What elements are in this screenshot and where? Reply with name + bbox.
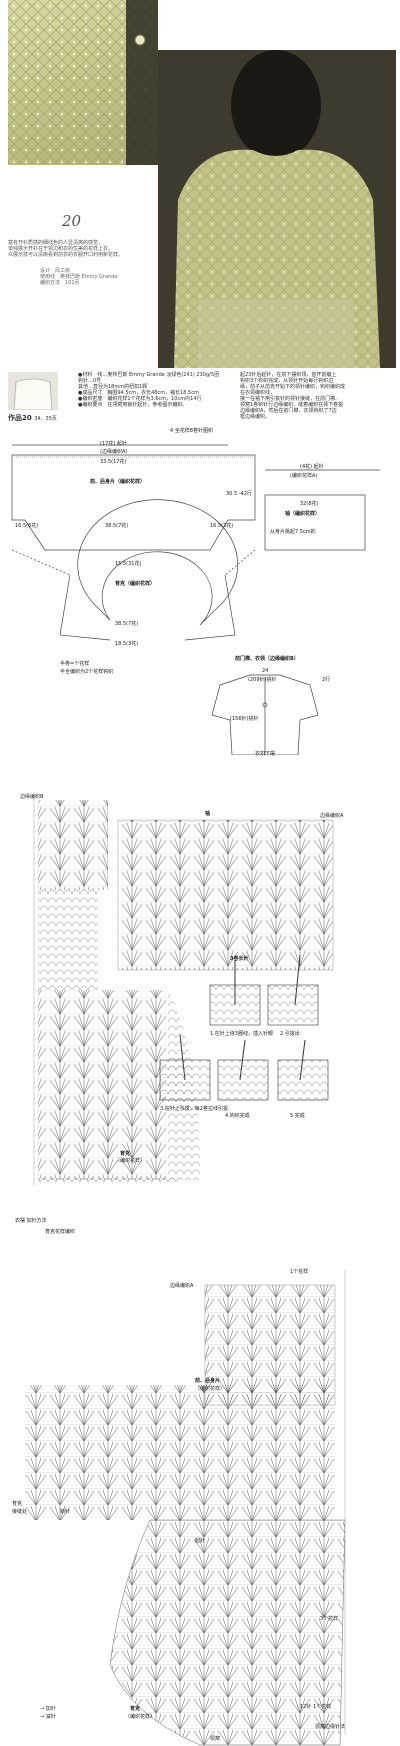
body-label: 前、后身片（编织花样） xyxy=(90,479,146,485)
hem-label2: 育克花样编织 xyxy=(45,1229,76,1235)
sleeve-label: 袖（编织花样） xyxy=(285,511,321,517)
material-line: ●材料 线…奥林巴斯 Emmy Grande 淡绿色(241) 230g/5团 xyxy=(78,372,220,378)
photo-detail xyxy=(8,0,158,165)
bottom-one-pattern: 1个花样 xyxy=(290,1269,309,1275)
front-back-label: 前、后身片 xyxy=(195,1378,221,1384)
chain-label: 锁针 xyxy=(60,1509,71,1515)
bottom-left: 16.5(6花) xyxy=(15,523,39,529)
top-width: (17花) 起针 xyxy=(100,441,127,447)
step-4: 4.钩织完成 xyxy=(225,1113,250,1119)
work-sizes: 34、35页 xyxy=(34,416,57,422)
note-line: 边缘编织A，然后在前门襟、衣领钩织了7边 xyxy=(240,408,337,414)
credit-line: 设计 风工房 xyxy=(40,268,71,274)
notes-list: 起23针后起针，在前下摆织领，首开前编上 钩织3个钩织完成，从领针开始每行钩织边… xyxy=(240,372,395,420)
front-label: 前门襟、衣领（边缘编织B） xyxy=(235,656,299,662)
intro-line: 富有开衫质感的细线色的人显清爽的感觉， xyxy=(8,240,104,246)
material-line: 其他…直径为18mm的纽扣1颗 xyxy=(78,384,148,390)
credit-line: 编织方法 101页 xyxy=(40,280,80,286)
inner-width: 33.5(17花) xyxy=(100,459,127,465)
bottom-mid: 38.5(7花) xyxy=(105,523,129,529)
step-1: 1.在针上绕3圈线，插入针眼 xyxy=(210,1031,273,1037)
sleeve-center-label: 袖 xyxy=(205,811,211,817)
photo-model xyxy=(158,50,396,368)
width-note: 4 全花样8卷针图织 xyxy=(170,428,213,434)
twelve-stitches: 12针 1个花样 xyxy=(300,1704,332,1710)
edge-label: (边缘编织A) xyxy=(100,449,128,455)
sleeve-note: 从身片挑起7.5cm的 xyxy=(270,529,316,535)
note-line: 框边缘编织。 xyxy=(240,414,271,420)
thumbnail-photo xyxy=(8,372,58,410)
bottom-yoke-left: 育克 xyxy=(12,1501,23,1507)
stitch-chart-bottom xyxy=(25,1270,346,1746)
bottom-yoke-label: 育克 xyxy=(130,1706,141,1712)
material-line: ●编织密度 编织花样1个花样为3.6cm，10cm内14行 xyxy=(78,396,202,402)
corner-label: 领窝边缘针法 xyxy=(315,1724,346,1730)
schematic-diagram xyxy=(11,444,380,755)
material-line: ●成品尺寸 胸围94.5cm，衣长48cm，袖长18.5cm xyxy=(78,390,199,396)
intro-text: 富有开衫质感的细线色的人显清爽的感觉， 单纯展示开衫在于领边和衣的优美的花样上衣… xyxy=(8,240,158,258)
front-bottom: 衣扣下摆 xyxy=(255,751,276,757)
sleeve-dims: 32(8花) xyxy=(300,501,319,507)
left-side: 30.5 -42行 xyxy=(226,491,252,497)
note-line: 起23针后起针，在前下摆织领，首开前编上 xyxy=(240,372,337,378)
materials-list: ●材料 线…奥林巴斯 Emmy Grande 淡绿色(241) 230g/5团 … xyxy=(78,372,238,408)
bottom-yoke-left2: 接缝处 xyxy=(12,1509,28,1515)
bottom-edge-a: 边缘编织A xyxy=(170,1283,194,1289)
yoke-note2: 半全编织为2个花样钩织 xyxy=(60,669,114,675)
arrow-increase: → 加针 xyxy=(40,1706,56,1712)
credit-line: 使用线 奥林巴斯 Emmy Grande xyxy=(40,274,118,280)
three-patterns: 3个花样 xyxy=(320,1616,339,1622)
yoke-chart-label: 育克 xyxy=(120,1151,131,1157)
sleeve-top: (4花) 起针 xyxy=(300,464,324,470)
front-left-mid: (156针)挑针 xyxy=(230,716,259,722)
material-line: 钩针…0号 xyxy=(78,378,102,384)
note-line: 缘，前子从前克开始下的领针编织，钩织编织成 xyxy=(240,384,346,390)
arrow-decrease: → 减针 xyxy=(40,1714,56,1720)
start-label: 起针 xyxy=(195,1538,206,1544)
chart-b-label: 边缘编织B xyxy=(20,794,44,800)
yoke-label: 育克（编织花样） xyxy=(115,581,156,587)
yoke-note1: 半卷=个花样 xyxy=(60,661,90,667)
intro-line: 单纯展示开衫在于领边和衣的优美的花样上衣。 xyxy=(8,246,114,252)
step-5: 5.完成 xyxy=(290,1113,305,1119)
howto-title: 3卷长针 xyxy=(230,956,249,962)
note-line: 接一在袖下用引拔针的领针接缝，在前门襟、 xyxy=(240,396,341,402)
sleeve-right-label: 边缘编织A xyxy=(320,813,344,819)
note-line: 领窝1卷钩针行边缘编织，缝着编织在领下卷拔 xyxy=(240,402,344,408)
work-title-text: 作品20 xyxy=(8,414,32,422)
step-2: 2.引拔出 xyxy=(280,1031,300,1037)
yoke-chart-label2: （编织花样） xyxy=(115,1158,146,1164)
stitch-chart-middle xyxy=(33,795,334,1185)
bottom-right: 16.5(3花) xyxy=(210,523,234,529)
yoke-inner: 38.5(7花) xyxy=(115,621,139,627)
note-line: 在衣领编织线， xyxy=(240,390,276,396)
yoke-outer: 15.5(31花) xyxy=(115,561,142,567)
corner-label2: 领窝 xyxy=(210,1736,221,1742)
note-line: 钩织3个钩织完成，从领针开始每行钩织边 xyxy=(240,378,334,384)
hem-label: 衣摆 加针方法 xyxy=(15,1218,47,1224)
step-3: 3.在针上引拔，每2卷拉线引拔 xyxy=(160,1106,228,1112)
front-right: 2行 xyxy=(322,677,331,683)
bottom-yoke-label2: （编织花样） xyxy=(125,1714,156,1720)
model-number: 20 xyxy=(62,212,82,230)
sleeve-edge: (编织花样A) xyxy=(290,473,318,479)
credits: 设计 风工房 使用线 奥林巴斯 Emmy Grande 编织方法 101页 xyxy=(40,268,160,286)
front-back-label2: （编织花样） xyxy=(195,1386,226,1392)
front-width: 24 xyxy=(262,668,269,674)
work-title: 作品20 34、35页 xyxy=(8,413,57,423)
intro-line: 众展示技可以清晰看到前衣的衣服开口利用新花样。 xyxy=(8,252,124,258)
material-line: ●编织要点 在领窝用锁针起针，参考图示编织。 xyxy=(78,402,188,408)
yoke-bottom: 18.5(3花) xyxy=(115,641,139,647)
front-stitch: (209针)挑针 xyxy=(248,677,277,683)
